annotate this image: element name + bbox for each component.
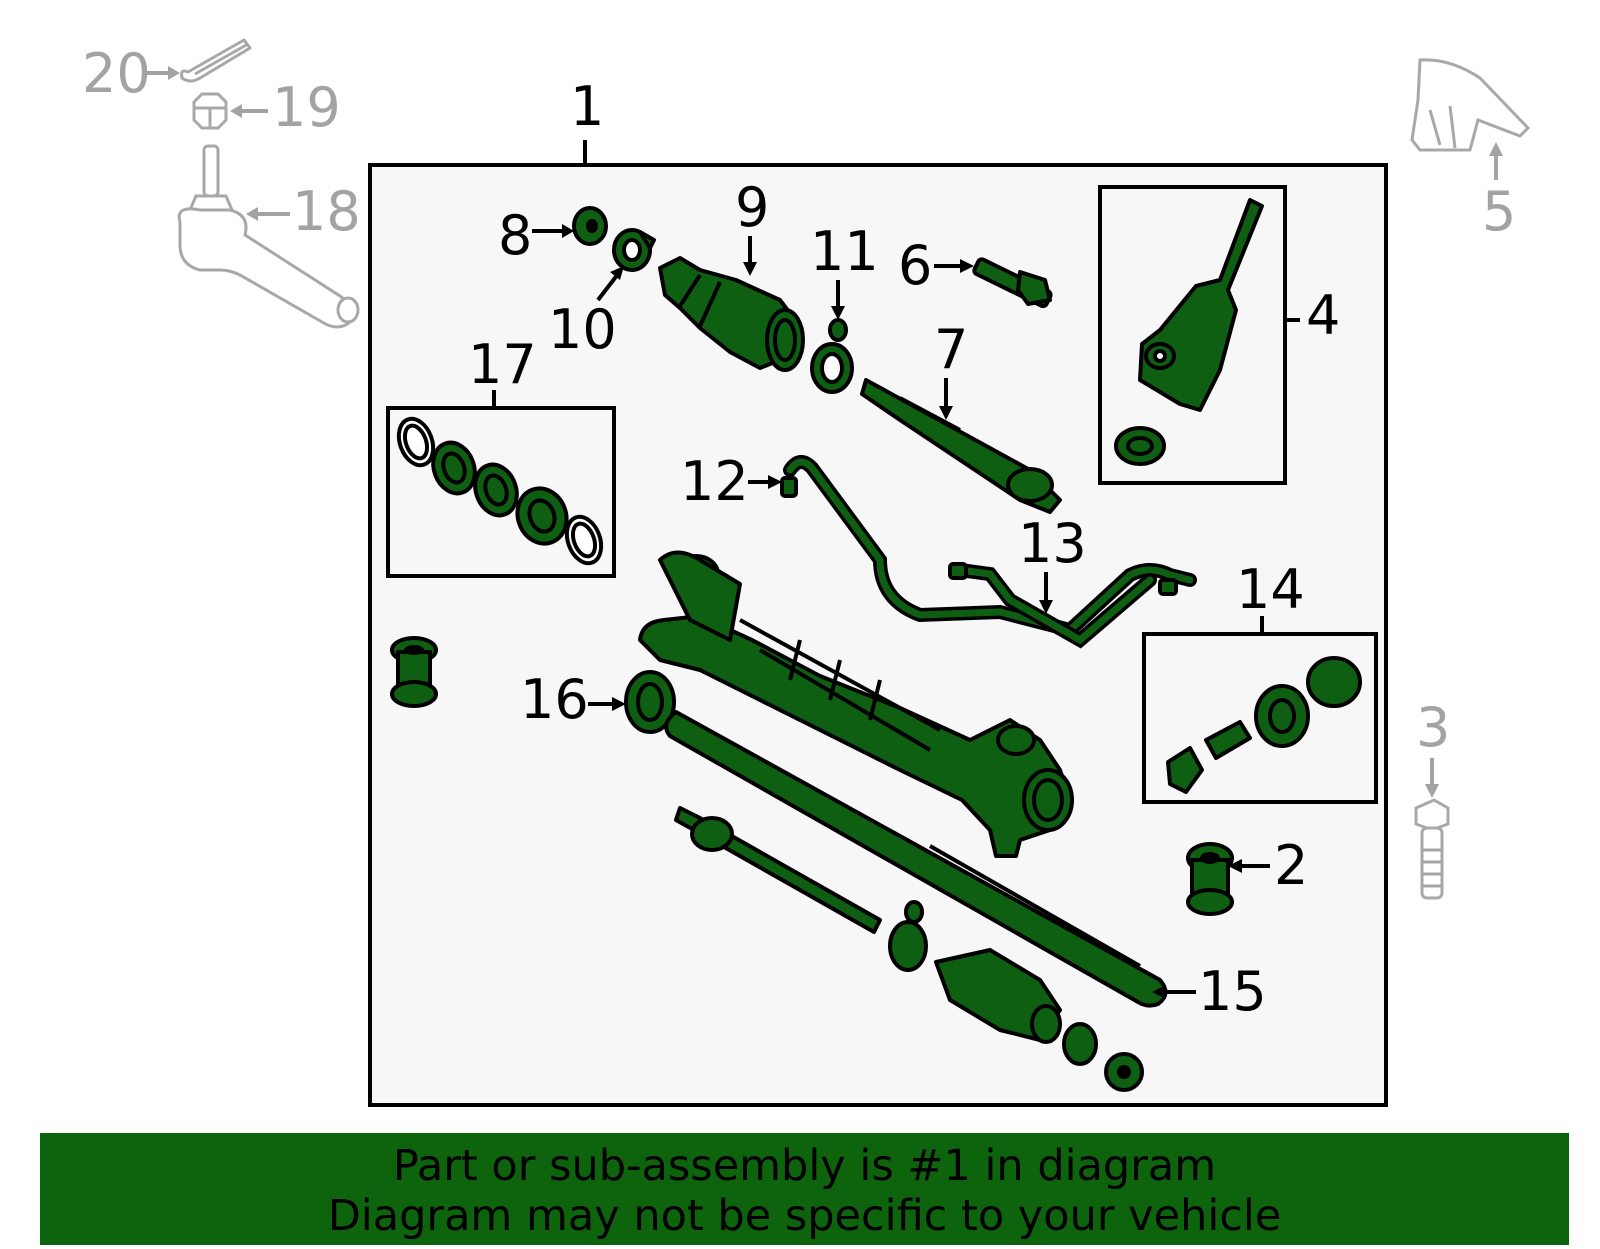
callout-6[interactable]: 6 — [898, 234, 932, 297]
lower-tie-rod-part[interactable] — [674, 806, 882, 934]
callout-12[interactable]: 12 — [680, 450, 749, 513]
castle-nut-part[interactable] — [192, 92, 228, 130]
callout-1[interactable]: 1 — [570, 75, 604, 138]
pinion-kit-box — [1098, 185, 1287, 485]
callout-5[interactable]: 5 — [1482, 180, 1516, 243]
callout-10[interactable]: 10 — [548, 298, 617, 361]
inner-tie-rod-part[interactable] — [860, 378, 1062, 514]
callout-15[interactable]: 15 — [1198, 960, 1267, 1023]
callout-11[interactable]: 11 — [810, 220, 879, 283]
callout-2[interactable]: 2 — [1274, 834, 1308, 897]
banner-line-2: Diagram may not be specific to your vehi… — [327, 1191, 1282, 1241]
pinion-valve-part[interactable] — [1114, 198, 1264, 466]
rack-bushing-part[interactable] — [390, 636, 438, 708]
mounting-bolt-part[interactable] — [972, 257, 1053, 309]
callout-7[interactable]: 7 — [934, 318, 968, 381]
banner-line-1: Part or sub-assembly is #1 in diagram — [392, 1141, 1217, 1191]
mount-cap-part[interactable] — [1410, 58, 1531, 152]
lower-boot-part[interactable] — [888, 900, 1144, 1092]
rack-seal-part[interactable] — [624, 670, 676, 734]
callout-13[interactable]: 13 — [1018, 512, 1087, 575]
disclaimer-banner: Part or sub-assembly is #1 in diagram Di… — [40, 1133, 1569, 1245]
nut-part[interactable] — [572, 206, 608, 246]
callout-16[interactable]: 16 — [520, 668, 589, 731]
bellows-boot-part[interactable] — [658, 256, 805, 372]
callout-8[interactable]: 8 — [498, 204, 532, 267]
callout-3[interactable]: 3 — [1416, 696, 1450, 759]
callout-20[interactable]: 20 — [82, 42, 151, 105]
cotter-pin-part[interactable] — [180, 38, 252, 83]
tie-rod-end-part[interactable] — [177, 144, 360, 329]
boot-clamp-part[interactable] — [612, 228, 656, 272]
callout-18[interactable]: 18 — [292, 180, 361, 243]
callout-4[interactable]: 4 — [1306, 284, 1340, 347]
callout-17[interactable]: 17 — [468, 333, 537, 396]
seal-kit-part[interactable] — [393, 414, 607, 568]
callout-14[interactable]: 14 — [1236, 558, 1305, 621]
callout-19[interactable]: 19 — [272, 76, 341, 139]
callout-9[interactable]: 9 — [735, 176, 769, 239]
bolt-part[interactable] — [1414, 798, 1450, 900]
valve-kit-part[interactable] — [1166, 656, 1362, 794]
rack-housing-part[interactable] — [638, 550, 1074, 858]
seal-kit-box — [386, 406, 616, 578]
mount-bushing-part[interactable] — [1186, 842, 1234, 916]
hydraulic-lines-part[interactable] — [780, 455, 1197, 649]
